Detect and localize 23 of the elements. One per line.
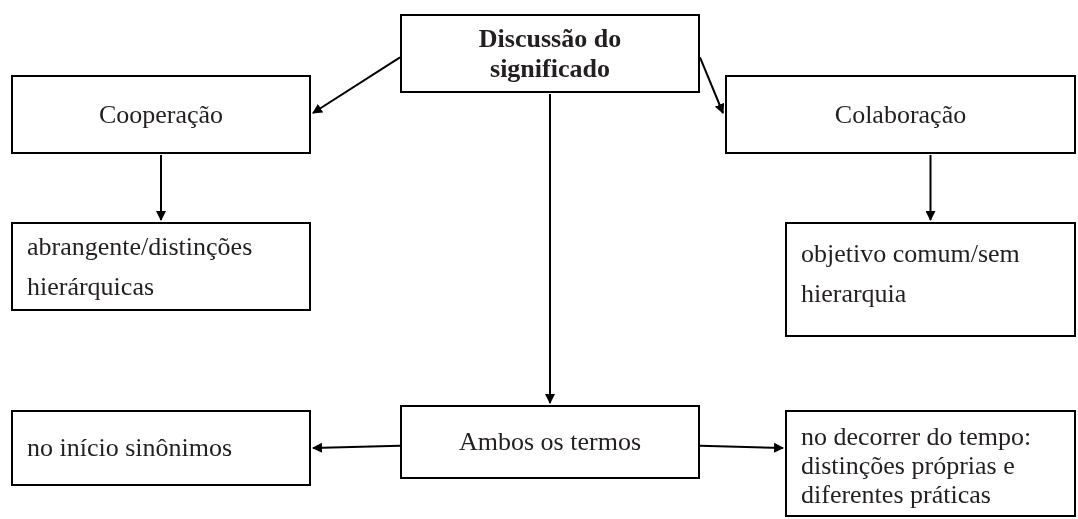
arrow — [545, 93, 555, 404]
box-text: Discussão do significado — [477, 23, 623, 84]
text-box — [400, 405, 700, 479]
box-text: objetivo comum/sem hierarquia — [801, 238, 1021, 310]
box-text: Ambos os termos — [459, 427, 641, 457]
box-text: Colaboração — [834, 99, 967, 130]
text-box — [785, 410, 1076, 517]
text-box — [11, 410, 311, 486]
box-text: abrangente/distinções hierárquicas — [27, 230, 254, 303]
text-box — [11, 75, 311, 154]
arrow — [312, 442, 401, 453]
box-text: Cooperação — [98, 99, 224, 130]
arrow — [156, 154, 166, 221]
text-box — [785, 222, 1076, 337]
text-box — [725, 75, 1076, 154]
text-box — [400, 14, 700, 93]
box-text: no decorrer do tempo: distinções próprias e diferentes práticas — [801, 422, 1033, 509]
arrow — [925, 154, 936, 221]
arrow — [312, 56, 401, 114]
text-box — [11, 222, 311, 311]
box-text: no início sinônimos — [27, 433, 233, 463]
arrow — [699, 56, 725, 114]
arrow — [699, 442, 784, 453]
